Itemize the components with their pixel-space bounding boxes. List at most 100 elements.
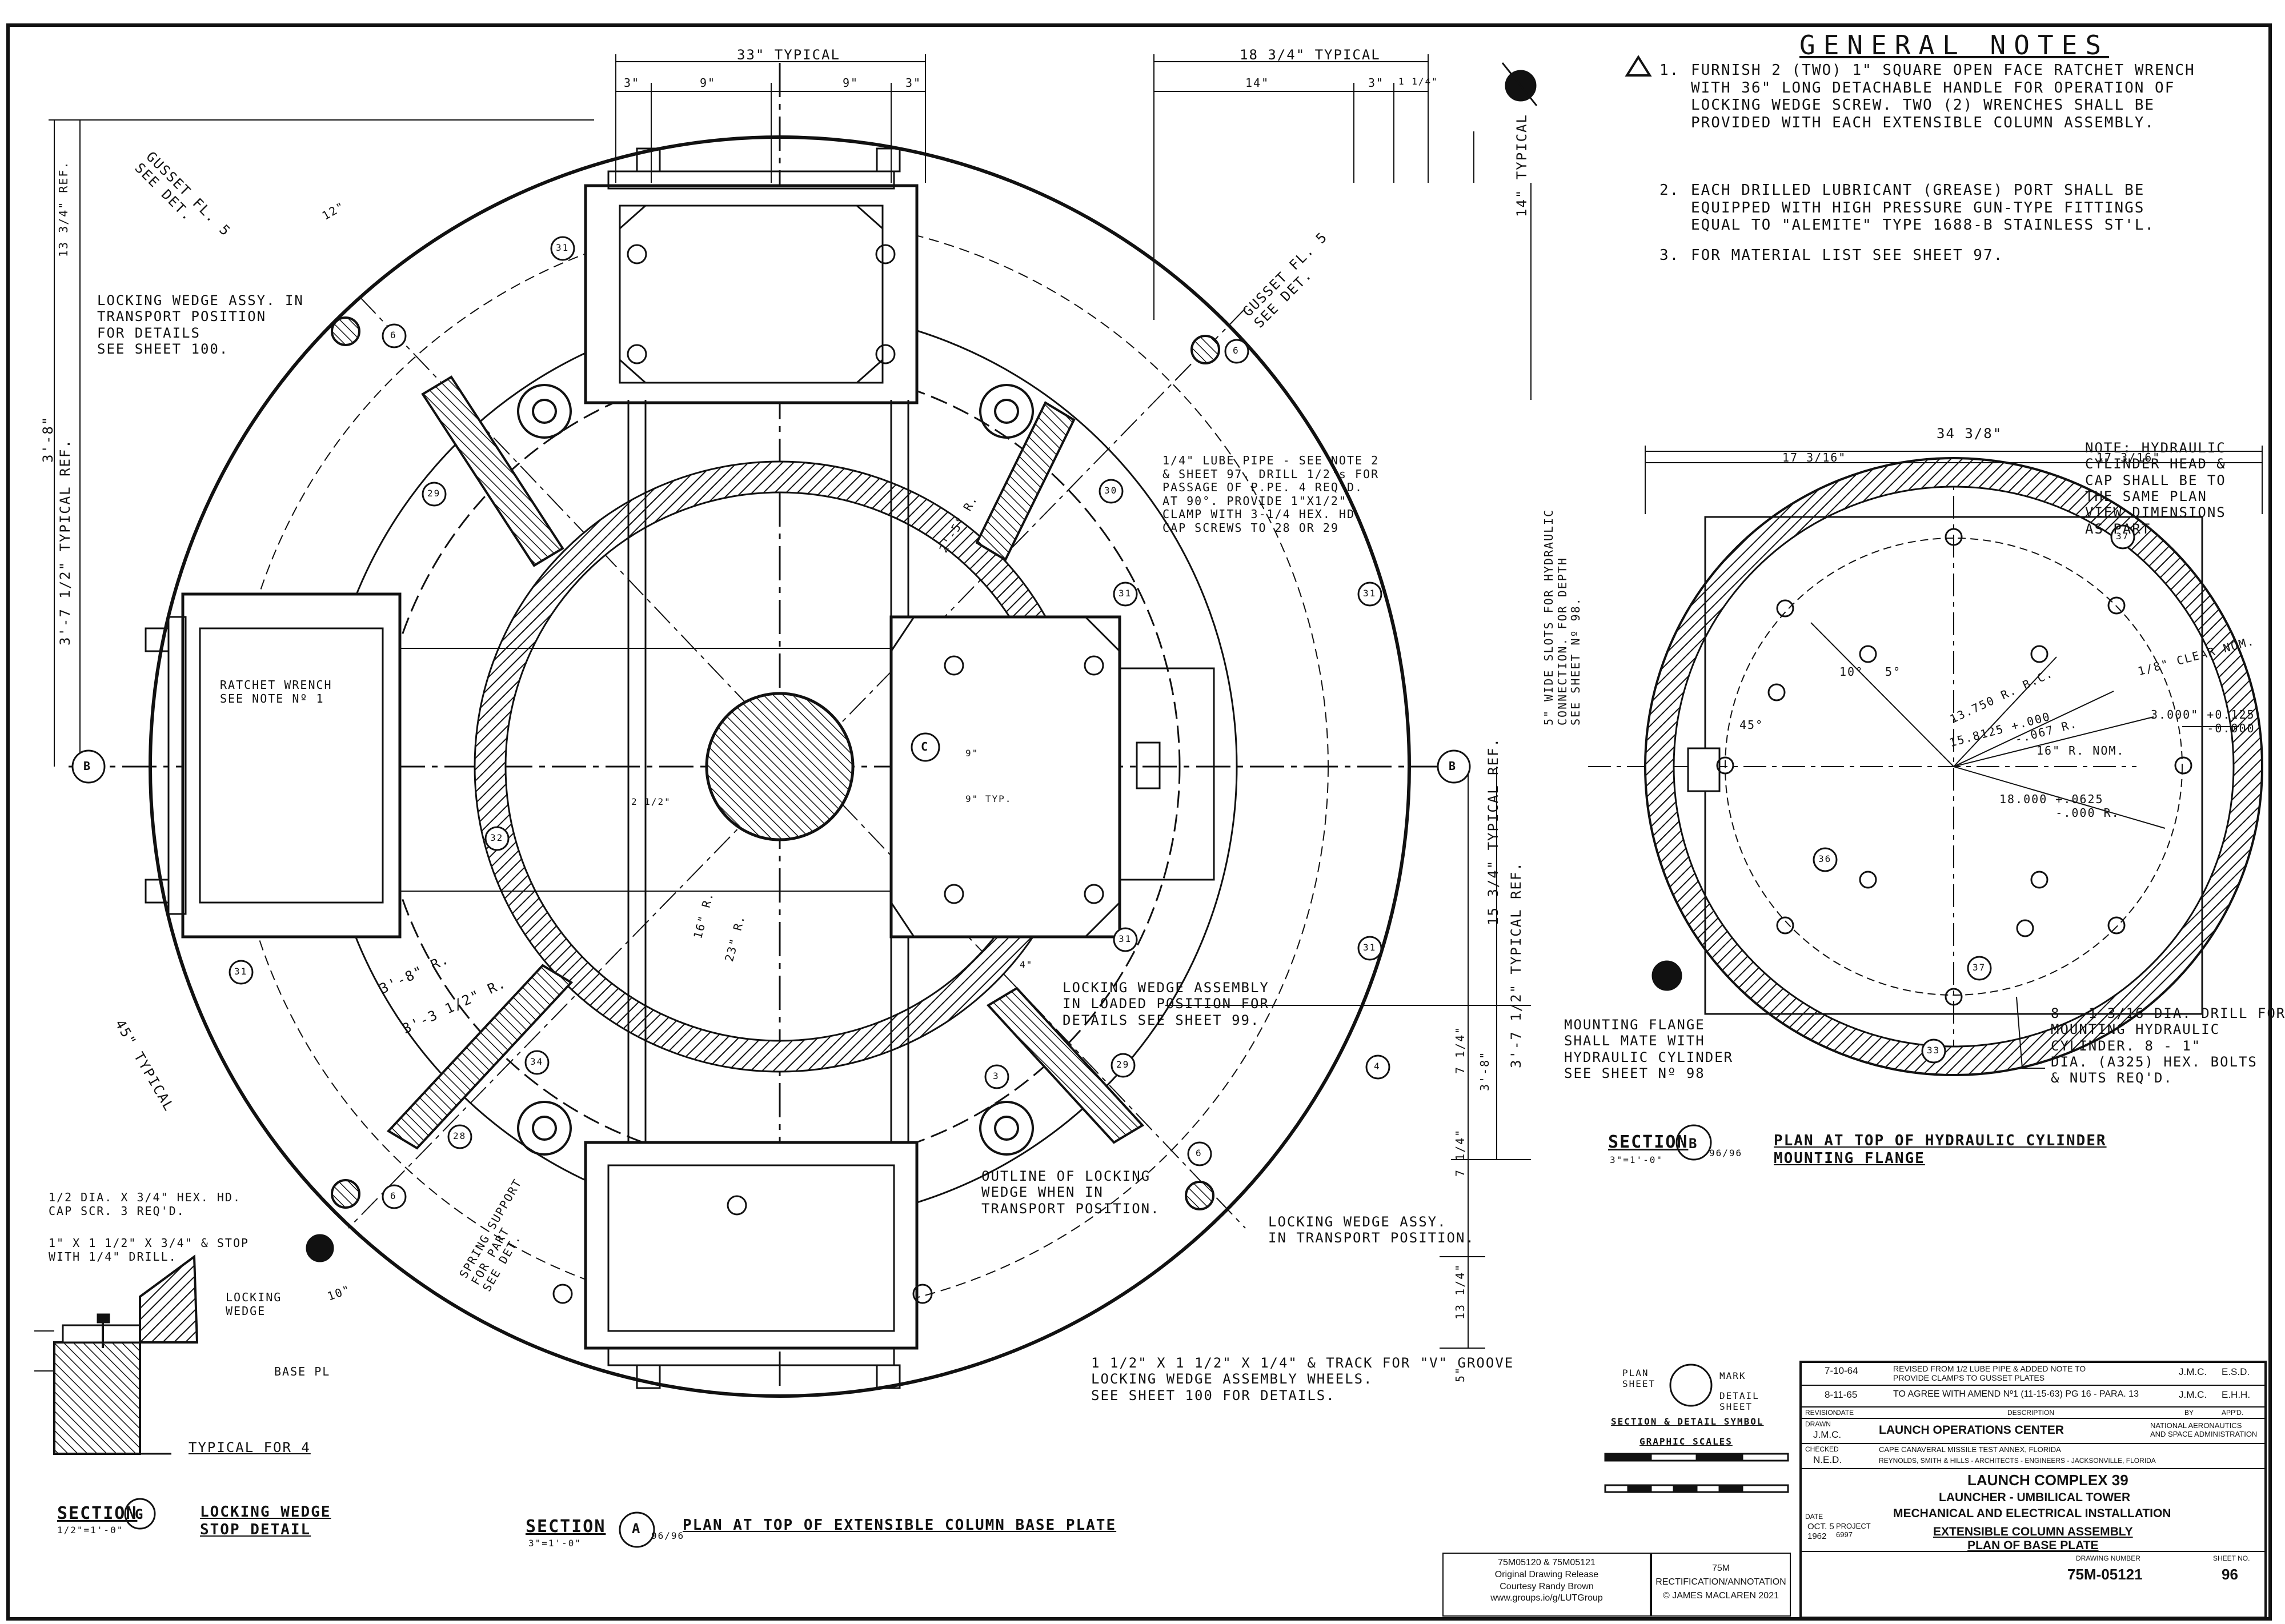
section-b-marker-left: B <box>83 759 92 773</box>
rev2-appd: E.H.H. <box>2222 1389 2251 1400</box>
dim-33-typical: 33" TYPICAL <box>737 47 840 63</box>
dim-3c: 3" <box>1368 76 1385 90</box>
center-name: LAUNCH OPERATIONS CENTER <box>1879 1423 2064 1437</box>
locking-wedge-label: LOCKING WEDGE <box>226 1290 282 1318</box>
dim-3000: 3.000" +0.125 -0.000 <box>2151 708 2255 735</box>
part-31d: 31 <box>1363 588 1377 599</box>
section-g-title: LOCKING WEDGE STOP DETAIL <box>200 1503 331 1538</box>
section-b-marker-right: B <box>1449 759 1457 773</box>
section-g-word: SECTION <box>57 1503 138 1523</box>
section-markers <box>619 1124 1713 1548</box>
angle-10: 10° <box>1839 665 1864 679</box>
part-36: 36 <box>1818 853 1832 864</box>
dim-14-typical: 14" TYPICAL <box>1514 114 1530 217</box>
drawing-number-label: DRAWING NUMBER <box>2076 1554 2140 1562</box>
part-31b: 31 <box>234 966 248 977</box>
part-34: 34 <box>530 1056 544 1067</box>
sheet-border <box>6 23 2272 1621</box>
dim-3a: 3" <box>624 76 640 90</box>
part-31f: 31 <box>1363 942 1377 953</box>
drawn-label: DRAWN <box>1805 1420 1831 1428</box>
note-1: FURNISH 2 (TWO) 1" SQUARE OPEN FACE RATC… <box>1691 62 2195 132</box>
note-2: EACH DRILLED LUBRICANT (GREASE) PORT SHA… <box>1691 182 2155 234</box>
part-6b: 6 <box>1233 345 1240 356</box>
dim-2-5: 2 1/2" <box>631 796 671 807</box>
slots-callout: 5" WIDE SLOTS FOR HYDRAULIC CONNECTION. … <box>1542 508 1583 725</box>
hydraulic-flange-plan <box>1588 446 2263 1076</box>
drawing-number: 75M-05121 <box>2067 1566 2143 1583</box>
part-6d: 6 <box>1196 1148 1202 1158</box>
tower-title: LAUNCHER - UMBILICAL TOWER <box>1939 1491 2131 1504</box>
dim-13-ref: 13 3/4" REF. <box>57 161 70 258</box>
section-b-letter: B <box>1689 1136 1698 1152</box>
section-g-scale: 1/2"=1'-0" <box>57 1525 124 1535</box>
radius-16-nom: 16" R. NOM. <box>2037 744 2125 757</box>
note-3-number: 3. <box>1659 247 1680 264</box>
dim-17a: 17 3/16" <box>1782 451 1847 464</box>
part-29b: 29 <box>1116 1059 1130 1070</box>
part-30: 30 <box>1104 485 1118 496</box>
dim-7b: 7 1/4" <box>1453 1128 1467 1177</box>
rev2-text: TO AGREE WITH AMEND Nº1 (11-15-63) PG 16… <box>1893 1389 2139 1399</box>
rectification-line-1: 75M RECTIFICATION/ANNOTATION <box>1655 1563 1786 1587</box>
dim-3-7-typical-right: 3'-7 1/2" TYPICAL REF. <box>1508 861 1524 1068</box>
credit-line-4: www.groups.io/g/LUTGroup <box>1490 1593 1603 1603</box>
part-balloons <box>228 236 1390 1209</box>
section-a-word: SECTION <box>526 1517 606 1537</box>
title-block: 7-10-64 REVISED FROM 1/2 LUBE PIPE & ADD… <box>1799 1361 2267 1619</box>
section-a-scale: 3"=1'-0" <box>528 1538 582 1549</box>
base-plate-plan <box>49 54 1532 1398</box>
section-a-title: PLAN AT TOP OF EXTENSIBLE COLUMN BASE PL… <box>683 1517 1117 1534</box>
revision-triangle <box>1625 55 1652 77</box>
credit-line-2: Original Drawing Release <box>1494 1569 1599 1579</box>
wedge-loaded-callout: LOCKING WEDGE ASSEMBLY IN LOADED POSITIO… <box>1063 980 1269 1028</box>
part-37: 37 <box>1973 962 1986 973</box>
part-31a: 31 <box>556 242 570 253</box>
section-b-sheet: 96/96 <box>1709 1148 1743 1158</box>
legend-scales: GRAPHIC SCALES <box>1639 1436 1733 1447</box>
rev1-date: 7-10-64 <box>1825 1365 1858 1376</box>
part-3: 3 <box>993 1070 1000 1081</box>
rev1-text: REVISED FROM 1/2 LUBE PIPE & ADDED NOTE … <box>1893 1364 2086 1382</box>
checked-label: CHECKED <box>1805 1445 1839 1453</box>
part-32: 32 <box>490 832 504 843</box>
col-date: DATE <box>1836 1409 1854 1417</box>
general-notes-heading: GENERAL NOTES <box>1799 30 2110 61</box>
dim-7a: 7 1/4" <box>1453 1025 1467 1074</box>
col-revision: REVISION <box>1805 1409 1838 1417</box>
credit-line-3: Courtesy Randy Brown <box>1500 1581 1594 1591</box>
part-31c: 31 <box>1119 588 1132 599</box>
checked-by: N.E.D. <box>1813 1454 1842 1465</box>
stop-callout: 1" X 1 1/2" X 3/4" & STOP WITH 1/4" DRIL… <box>49 1236 250 1264</box>
base-plate-label: BASE PL <box>274 1365 331 1378</box>
section-a-letter: A <box>632 1521 642 1537</box>
dim-3-8: 3'-8" <box>40 415 56 463</box>
legend-symbol: SECTION & DETAIL SYMBOL <box>1611 1416 1764 1427</box>
dim-9a: 9" <box>700 76 716 90</box>
sheet-number: 96 <box>2222 1566 2238 1583</box>
dim-3b: 3" <box>905 76 922 90</box>
section-b-word: SECTION <box>1608 1132 1689 1152</box>
mount-callout: MOUNTING FLANGE SHALL MATE WITH HYDRAULI… <box>1564 1017 1734 1081</box>
dim-3-8-right: 3'-8" <box>1478 1050 1492 1091</box>
dim-18-typical: 18 3/4" TYPICAL <box>1240 47 1381 63</box>
dim-14: 14" <box>1245 76 1270 90</box>
rev1-by: J.M.C. <box>2179 1366 2207 1377</box>
credits-box: 75M05120 & 75M05121 Original Drawing Rel… <box>1442 1553 1651 1617</box>
note-2-number: 2. <box>1659 182 1680 199</box>
section-b-title: PLAN AT TOP OF HYDRAULIC CYLINDER MOUNTI… <box>1774 1132 2107 1167</box>
part-28: 28 <box>453 1130 467 1141</box>
drill-callout: 8 - 1 3/16 DIA. DRILL FOR MOUNTING HYDRA… <box>2051 1005 2285 1086</box>
track-callout: 1 1/2" X 1 1/2" X 1/4" & TRACK FOR "V" G… <box>1091 1355 1514 1404</box>
drawing-title: EXTENSIBLE COLUMN ASSEMBLY PLAN OF BASE … <box>1933 1525 2133 1552</box>
north-arrow <box>1501 62 1538 106</box>
part-33: 33 <box>1927 1045 1941 1056</box>
locking-wedge-stop-detail <box>34 1234 334 1530</box>
date-label: DATE <box>1805 1513 1823 1521</box>
project-number: PROJECT 6997 <box>1836 1522 1871 1539</box>
col-description: DESCRIPTION <box>2007 1409 2055 1417</box>
wedge-transport-2-callout: LOCKING WEDGE ASSY. IN TRANSPORT POSITIO… <box>1268 1214 1475 1246</box>
dim-4: 4" <box>1020 959 1033 970</box>
sheet-number-label: SHEET NO. <box>2213 1554 2250 1562</box>
